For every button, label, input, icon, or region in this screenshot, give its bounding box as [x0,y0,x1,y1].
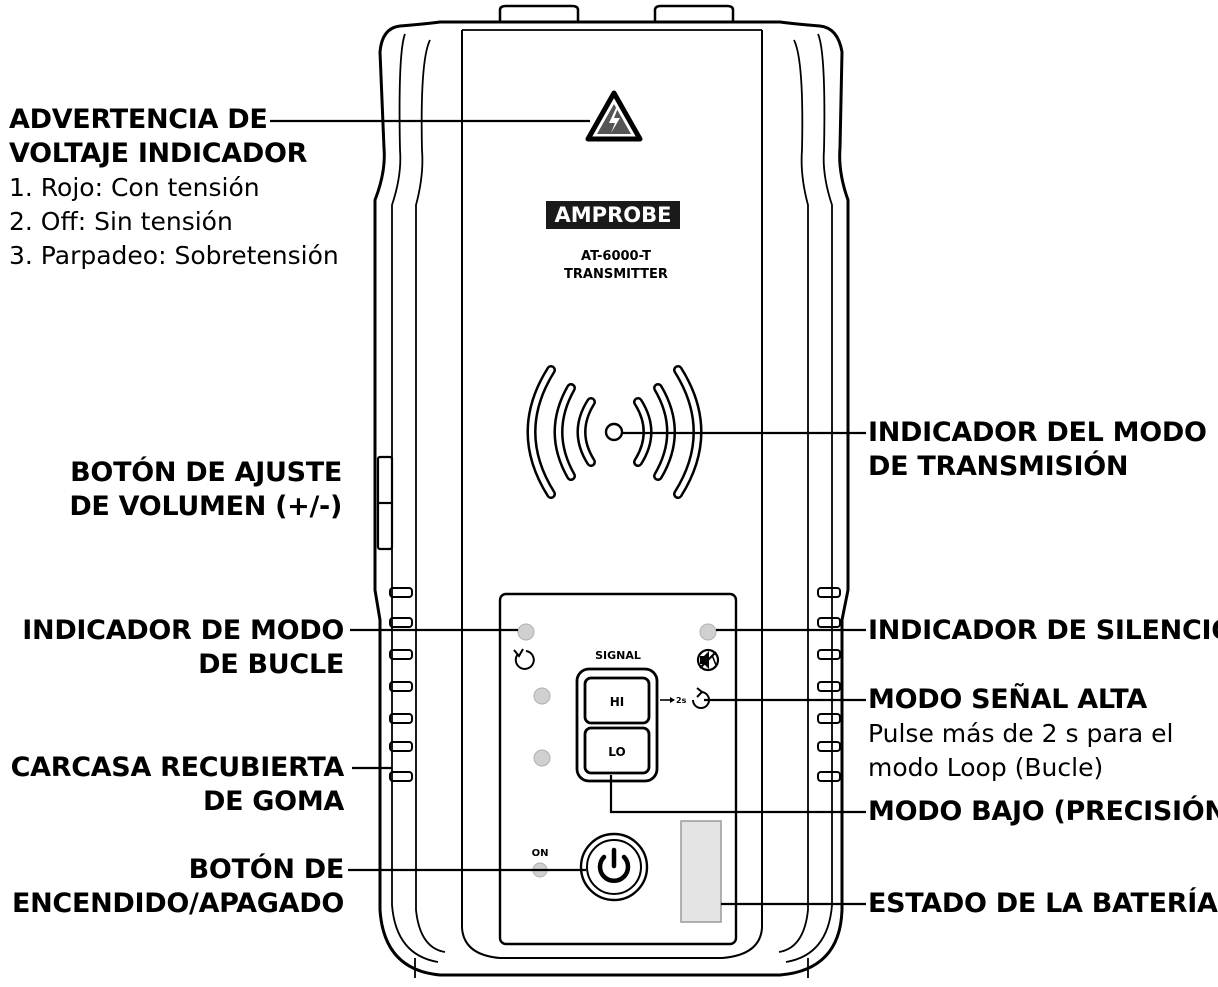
transmission-mode-indicator-title-1: INDICADOR DEL MODO [868,417,1207,448]
hold-2s-label: 2s [676,696,687,705]
voltage-warning-note-1: 1. Rojo: Con tensión [9,173,260,202]
battery-status-window [680,820,722,923]
brand-logo: AMPROBE [555,203,672,227]
loop-mode-led [517,623,535,641]
rubber-housing-title-1: CARCASA RECUBIERTA [10,752,345,783]
loop-mode-indicator-title-1: INDICADOR DE MODO [22,615,344,646]
rubber-housing-title-2: DE GOMA [202,786,344,817]
hold-arrow [660,697,675,703]
mute-indicator-title: INDICADOR DE SILENCIO [868,615,1218,646]
lo-button-label: LO [608,745,625,759]
transmission-mode-indicator-callout: INDICADOR DEL MODO DE TRANSMISIÓN [868,416,1207,484]
right-grip-ribs [817,587,841,782]
on-label: ON [532,848,549,859]
high-signal-mode-title: MODO SEÑAL ALTA [868,684,1147,715]
power-button-title-1: BOTÓN DE [188,854,345,885]
voltage-warning-note-2: 2. Off: Sin tensión [9,207,233,236]
hi-button[interactable] [583,676,651,725]
model-type: TRANSMITTER [564,267,668,282]
voltage-warning-icon [585,90,643,142]
mute-icon [696,648,720,672]
voltage-warning-callout: ADVERTENCIA DE VOLTAJE INDICADOR 1. Rojo… [9,103,339,273]
power-button-title-2: ENCENDIDO/APAGADO [11,888,344,919]
low-mode-title: MODO BAJO (PRECISIÓN) [868,796,1218,827]
control-panel [498,592,738,946]
hi-button-label: HI [610,695,625,709]
volume-button-callout: BOTÓN DE AJUSTE DE VOLUMEN (+/-) [69,456,342,524]
loop-mode-indicator-title-2: DE BUCLE [198,649,344,680]
mute-indicator-callout: INDICADOR DE SILENCIO [868,614,1218,648]
lo-mode-led [533,749,551,767]
mute-led [699,623,717,641]
brand-plate [546,201,680,229]
top-tabs [498,4,735,22]
voltage-warning-title-2: VOLTAJE INDICADOR [9,138,308,169]
power-button-callout: BOTÓN DE ENCENDIDO/APAGADO [12,853,344,921]
volume-rocker[interactable] [376,455,394,551]
high-signal-mode-note-2: modo Loop (Bucle) [868,753,1104,782]
signal-label: SIGNAL [595,649,641,662]
transmission-mode-led [604,422,624,442]
loop-icon [513,648,535,670]
battery-status-title: ESTADO DE LA BATERÍA [868,888,1218,919]
low-mode-callout: MODO BAJO (PRECISIÓN) [868,795,1218,829]
hi-mode-led [533,687,551,705]
lo-button[interactable] [583,726,651,775]
voltage-warning-note-3: 3. Parpadeo: Sobretensión [9,241,339,270]
model-number: AT-6000-T [581,249,651,264]
left-grip-ribs [389,587,413,782]
voltage-warning-title-1: ADVERTENCIA DE [9,104,268,135]
volume-button-title-2: DE VOLUMEN (+/-) [69,491,342,522]
high-signal-mode-note-1: Pulse más de 2 s para el [868,719,1174,748]
transmission-mode-indicator-title-2: DE TRANSMISIÓN [868,451,1129,482]
leader-lines [270,119,866,906]
battery-status-callout: ESTADO DE LA BATERÍA [868,887,1218,921]
rubber-housing-callout: CARCASA RECUBIERTA DE GOMA [10,751,345,819]
volume-button-title-1: BOTÓN DE AJUSTE [70,457,342,488]
device-housing [373,20,850,978]
signal-button-frame [575,667,659,783]
loop-hold-icon [692,687,710,709]
loop-mode-indicator-callout: INDICADOR DE MODO DE BUCLE [22,614,344,682]
high-signal-mode-callout: MODO SEÑAL ALTA Pulse más de 2 s para el… [868,683,1174,785]
power-icon [597,847,631,884]
